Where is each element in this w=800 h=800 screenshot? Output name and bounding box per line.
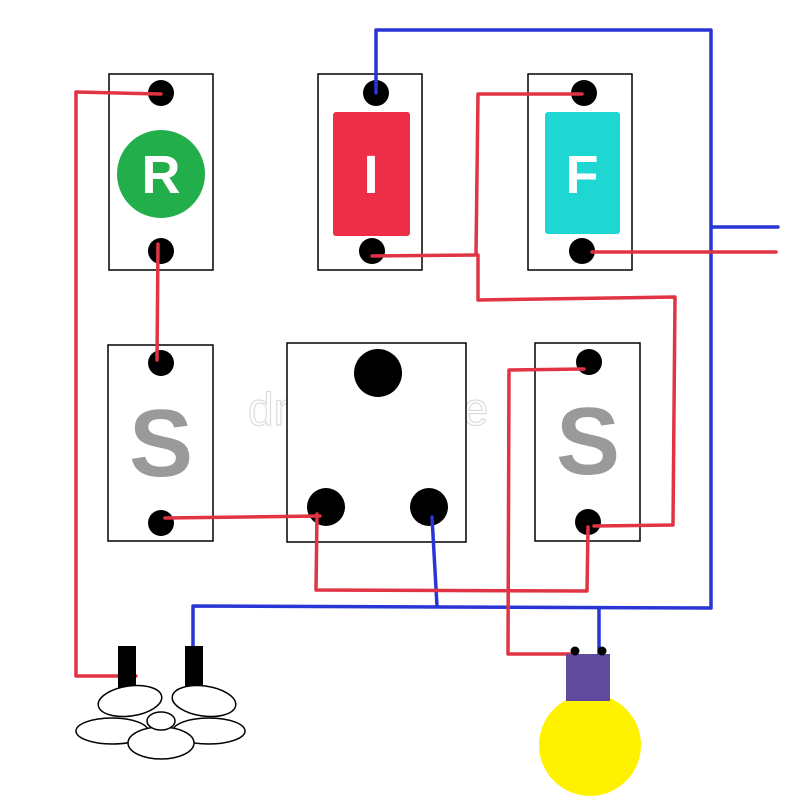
indicator-terminal-bottom (359, 238, 385, 264)
fan-blade (127, 726, 195, 760)
fan-blade (97, 684, 163, 718)
bulb-terminal-right (597, 646, 607, 656)
neutral-wire-to-fan (191, 604, 713, 660)
right-switch-board: S (534, 342, 641, 542)
regulator-board: R (108, 73, 214, 271)
neutral-wire-indicator-loop (374, 28, 713, 610)
live-wire-left-switch-to-socket (163, 514, 322, 520)
socket-earth-pin (354, 349, 402, 397)
regulator-label: R (142, 145, 181, 205)
right-switch-terminal-bottom (575, 509, 601, 535)
fuse-label: F (566, 145, 599, 205)
left-switch-terminal-top (148, 350, 174, 376)
socket-board (286, 342, 467, 543)
bulb-terminal-left (570, 646, 580, 656)
fan-terminal-right (185, 646, 203, 688)
ceiling-fan (75, 646, 246, 760)
fuse-terminal-top (571, 80, 597, 106)
left-switch-terminal-bottom (148, 510, 174, 536)
right-switch-plate (534, 342, 641, 542)
fuse-terminal-bottom (569, 238, 595, 264)
socket-neutral-pin (410, 488, 448, 526)
fuse-board: F (527, 73, 633, 271)
indicator-label: I (363, 145, 378, 205)
live-wire-regulator-to-left-switch (155, 242, 160, 362)
live-wire-right-switch-to-bulb (506, 367, 586, 656)
regulator-badge (117, 130, 205, 218)
fan-terminal-left (118, 646, 136, 688)
indicator-board: I (317, 73, 423, 271)
live-wire-fuse-to-right-switch (476, 253, 677, 528)
left-switch-plate (107, 344, 214, 542)
left-switch-label: S (129, 390, 193, 497)
left-switch-board: S (107, 344, 214, 542)
live-wire-socket-to-right-switch (314, 512, 590, 593)
right-switch-terminal-top (576, 349, 602, 375)
regulator-terminal-bottom (148, 238, 174, 264)
light-bulb (539, 646, 641, 796)
socket-live-pin (307, 488, 345, 526)
right-switch-label: S (556, 388, 620, 495)
live-wire-regulator-to-fan (74, 90, 163, 678)
fan-hub (146, 711, 176, 731)
live-wire-indicator-to-fuse (370, 92, 584, 258)
fuse-badge (545, 112, 620, 234)
bulb-cap (566, 654, 610, 701)
indicator-badge (333, 112, 410, 236)
fan-blade (171, 684, 237, 718)
bulb-glass (539, 694, 641, 796)
